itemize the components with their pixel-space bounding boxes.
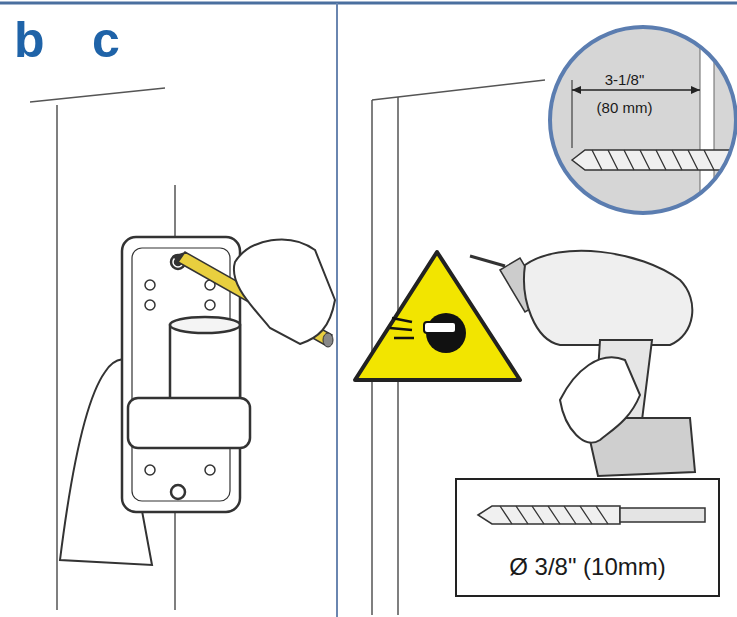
warning-triangle — [355, 252, 520, 380]
dimension-label: 3-1/8" — [605, 71, 645, 89]
box-ground — [455, 478, 720, 597]
drill-bit — [470, 256, 505, 266]
pencil-end — [323, 333, 333, 347]
frame-top — [30, 88, 165, 102]
pencil-tip — [172, 252, 185, 262]
text-group: Ø 3/8" (10mm) — [457, 552, 718, 581]
screw-hole — [145, 465, 155, 475]
screw-hole — [145, 280, 155, 290]
right-hand — [234, 240, 335, 344]
dimension-label: (80 mm) — [597, 99, 653, 117]
dimension-arrow — [572, 86, 581, 94]
size-label: Ø 3/8" (10mm) — [509, 552, 666, 581]
screw-hole — [145, 300, 155, 310]
drill-bit — [572, 150, 735, 170]
dimension-arrow — [691, 86, 700, 94]
drill-size-box: Ø 3/8" (10mm) — [455, 478, 720, 597]
panel-divider — [336, 3, 338, 617]
top-rule — [0, 2, 737, 5]
detail-inset: 3-1/8" (80 mm) — [548, 25, 737, 215]
drill-bit — [478, 506, 620, 524]
step-letter: c — [92, 12, 120, 68]
drill-hand — [560, 357, 640, 442]
goggles-icon — [424, 322, 456, 333]
cylinder — [170, 325, 240, 405]
text-group: 3-1/8" (80 mm) — [572, 71, 677, 117]
cylinder-top — [170, 317, 240, 333]
step-letter: b — [14, 12, 45, 68]
bit-shank — [620, 508, 705, 522]
debris-lines — [390, 318, 414, 338]
bit-flutes — [500, 506, 608, 524]
inset-detail — [572, 20, 735, 220]
screw-hole — [171, 485, 185, 499]
band — [128, 398, 250, 448]
screw-hole — [205, 300, 215, 310]
frame-edge — [56, 105, 58, 610]
screw-hole — [205, 465, 215, 475]
frame-section — [700, 20, 714, 220]
bit-flutes — [592, 150, 714, 170]
drill-body — [524, 251, 692, 345]
dimension-line — [572, 89, 700, 90]
